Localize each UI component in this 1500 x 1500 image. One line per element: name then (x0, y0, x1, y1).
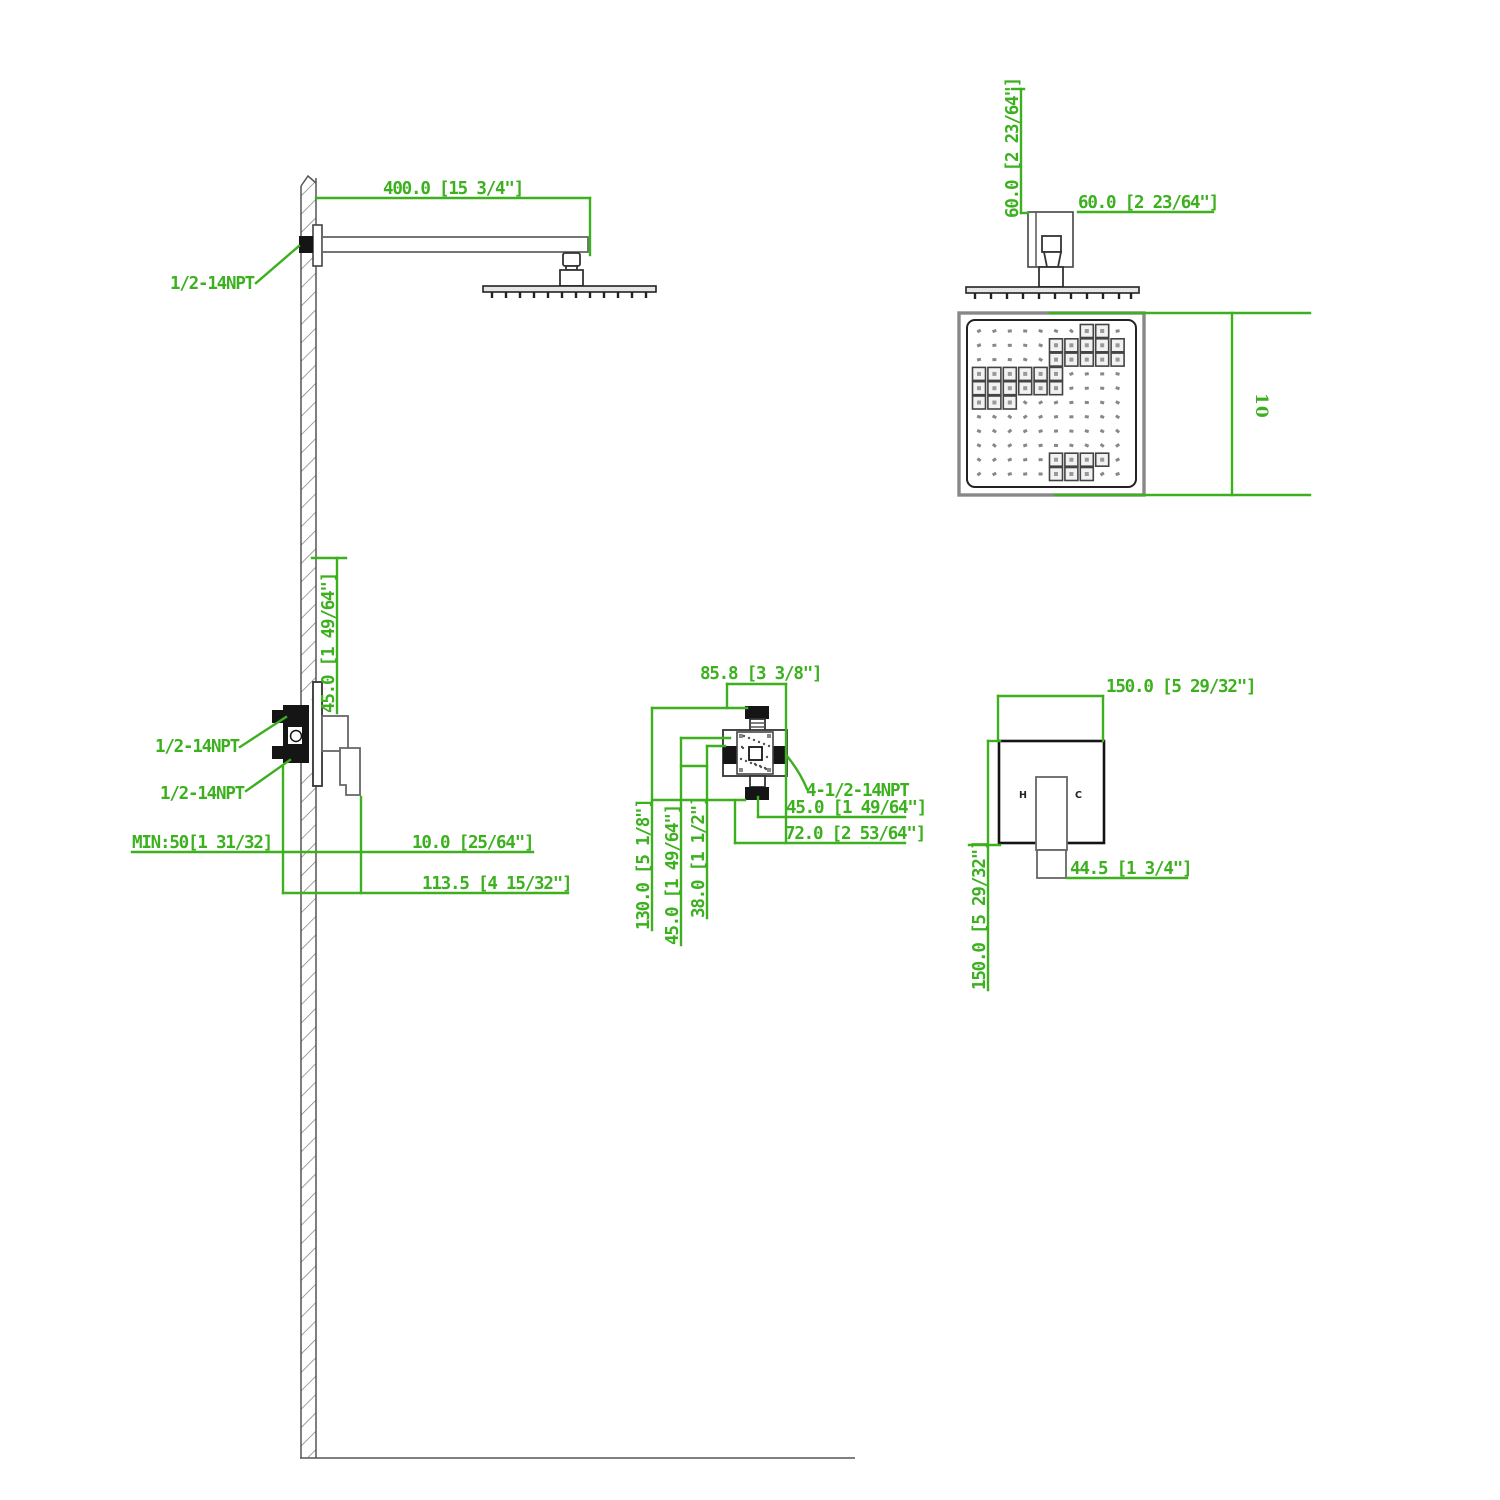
nozzle-ticks (490, 292, 648, 298)
head-face-dimensions: 10 (1048, 311, 1312, 497)
label-valve-ports-npt: 4-1/2-14NPT (806, 781, 909, 801)
dim-body-depth: 72.0 [2 53/64"] (785, 824, 925, 844)
dim-mount-height: 60.0 [2 23/64"] (1003, 78, 1023, 218)
dim-valve-height: 130.0 [5 1/8"] (634, 799, 654, 930)
valve-stipple-texture (738, 733, 772, 772)
valve-handle-lever (339, 747, 361, 796)
head-side-dimensions: 60.0 [2 23/64"] 60.0 [2 23/64"] (1003, 78, 1219, 218)
label-valve-npt-bottom: 1/2-14NPT (160, 784, 245, 804)
left-view-dimensions: 400.0 [15 3/4"] 1/2-14NPT (170, 179, 592, 294)
valve-side-view (272, 681, 361, 796)
shower-head-side-view (482, 252, 657, 298)
dim-center-offset-left: 45.0 [1 49/64"] (663, 805, 683, 945)
dim-arm-length: 400.0 [15 3/4"] (383, 179, 523, 199)
valve-side-dimensions: 45.0 [1 49/64"] 1/2-14NPT 1/2-14NPT MIN:… (130, 556, 573, 895)
rough-in-dimensions: 85.8 [3 3/8"] 130.0 [5 1/8"] 45.0 [1 49/… (634, 664, 927, 947)
trim-plate-dimensions: 150.0 [5 29/32"] 150.0 [5 29/32"] 44.5 [… (967, 677, 1257, 992)
dim-plate-height: 150.0 [5 29/32"] (970, 841, 990, 990)
trim-handle (1035, 776, 1068, 851)
arm-npt-fitting (299, 236, 313, 253)
shower-arm-side-view (299, 224, 589, 267)
nozzle-ticks-2 (973, 293, 1133, 299)
dim-plate-width: 150.0 [5 29/32"] (1106, 677, 1255, 697)
dim-mount-width: 60.0 [2 23/64"] (1078, 193, 1218, 213)
shower-head-top-view (965, 211, 1140, 299)
dim-port-depth: 38.0 [1 1/2"] (689, 797, 709, 918)
trim-plate-view: H C (997, 739, 1106, 879)
trim-handle-base (1036, 849, 1067, 879)
label-arm-npt: 1/2-14NPT (170, 274, 255, 294)
dim-handle-width: 44.5 [1 3/4"] (1070, 859, 1191, 879)
nozzle-grid (971, 323, 1125, 482)
label-valve-npt-top: 1/2-14NPT (155, 737, 240, 757)
wall-section (300, 174, 317, 1458)
hot-label: H (1019, 790, 1027, 801)
dim-trim-offset: 10.0 [25/64"] (412, 833, 533, 853)
dim-valve-width: 85.8 [3 3/8"] (700, 664, 821, 684)
dim-min-depth: MIN:50[1 31/32] (132, 833, 272, 853)
cold-label: C (1075, 790, 1082, 801)
dim-valve-drop: 45.0 [1 49/64"] (319, 573, 339, 713)
rough-in-valve-view (722, 706, 788, 800)
dim-port-offset-right: 45.0 [1 49/64"] (786, 798, 926, 818)
shower-head-face-view (957, 311, 1146, 497)
dim-head-size: 10 (1251, 393, 1271, 419)
valve-handle-hub (321, 715, 349, 752)
dim-total-depth: 113.5 [4 15/32"] (422, 874, 571, 894)
